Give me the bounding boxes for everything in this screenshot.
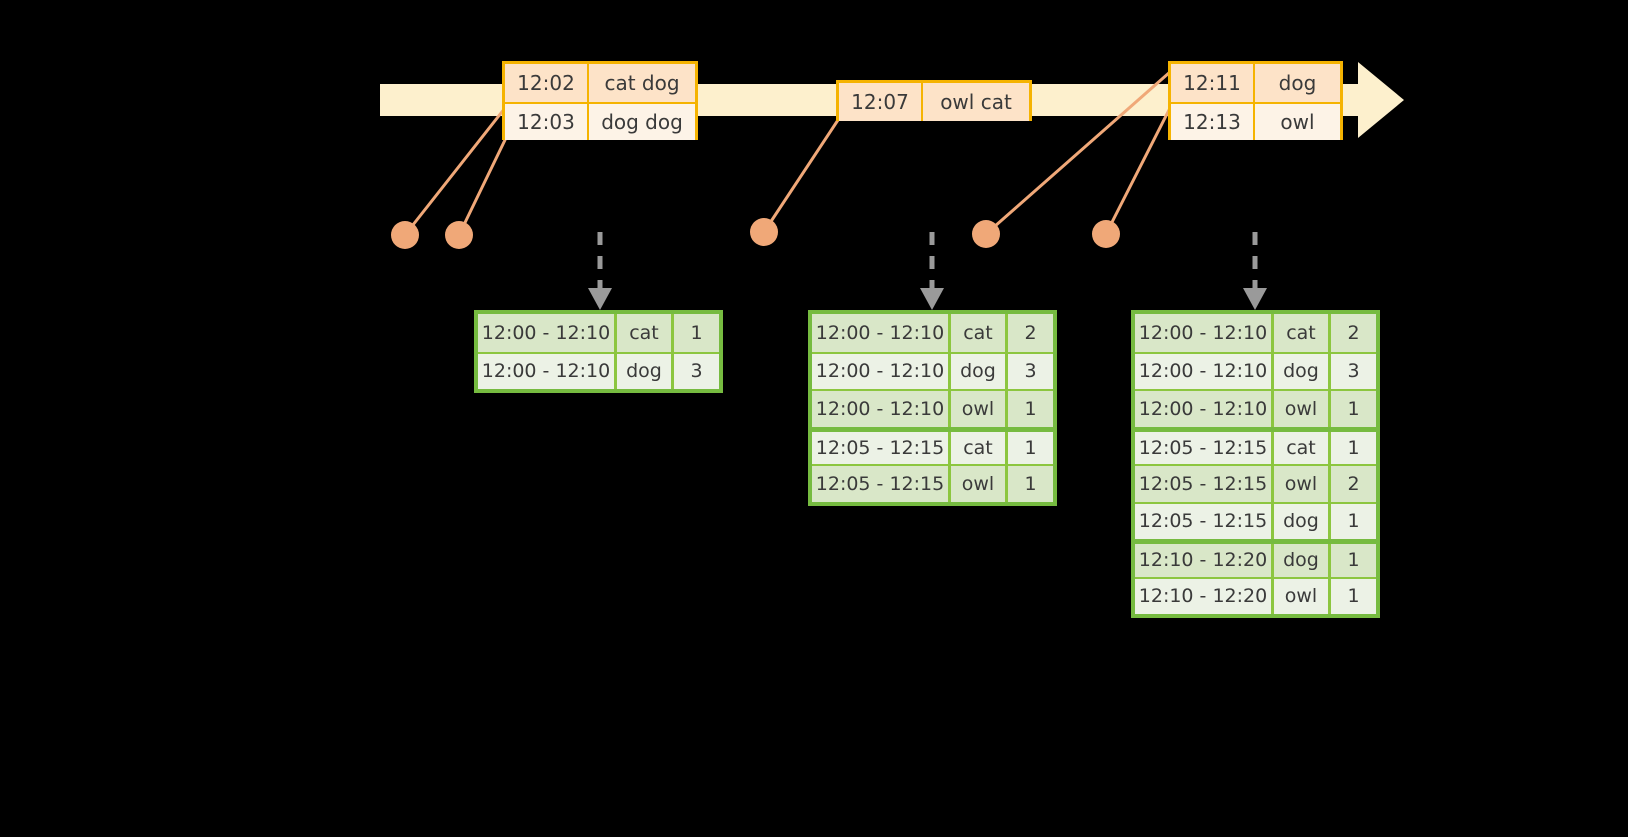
window-cell: 12:00 - 12:10 — [478, 314, 617, 352]
window-cell: 12:10 - 12:20 — [1135, 544, 1274, 577]
event-time: 12:03 — [505, 104, 589, 140]
window-cell: 12:05 - 12:15 — [812, 431, 951, 464]
event-payload: dog — [1255, 64, 1340, 102]
count-cell: 1 — [1331, 391, 1376, 427]
count-cell: 1 — [1331, 431, 1376, 464]
window-cell: 12:05 - 12:15 — [812, 466, 951, 502]
count-cell: 1 — [1008, 466, 1053, 502]
count-cell: 2 — [1331, 466, 1376, 502]
event-payload: dog dog — [589, 104, 695, 140]
word-cell: cat — [951, 431, 1008, 464]
word-cell: owl — [1274, 391, 1331, 427]
event-row[interactable]: 12:02 cat dog — [505, 64, 695, 102]
count-cell: 1 — [1008, 431, 1053, 464]
window-cell: 12:05 - 12:15 — [1135, 503, 1274, 539]
event-marker-5 — [1092, 220, 1120, 248]
count-cell: 1 — [1008, 391, 1053, 427]
count-cell: 3 — [674, 353, 719, 389]
count-cell: 2 — [1008, 314, 1053, 352]
event-marker-4 — [972, 220, 1000, 248]
emit-arrow-2-head — [920, 288, 944, 310]
event-marker-3 — [750, 218, 778, 246]
count-cell: 1 — [1331, 578, 1376, 614]
word-cell: dog — [1274, 503, 1331, 539]
window-cell: 12:00 - 12:10 — [812, 314, 951, 352]
word-cell: cat — [1274, 314, 1331, 352]
event-payload: owl cat — [923, 83, 1029, 121]
event-group-3[interactable]: 12:11 dog 12:13 owl — [1168, 61, 1343, 140]
count-cell: 1 — [674, 314, 719, 352]
word-cell: owl — [1274, 466, 1331, 502]
count-cell: 1 — [1331, 503, 1376, 539]
event-time: 12:11 — [1171, 64, 1255, 102]
event-row[interactable]: 12:11 dog — [1171, 64, 1340, 102]
event-payload: cat dog — [589, 64, 695, 102]
word-cell: dog — [1274, 544, 1331, 577]
event-marker-1 — [391, 221, 419, 249]
word-cell: dog — [951, 353, 1008, 389]
window-cell: 12:00 - 12:10 — [1135, 353, 1274, 389]
window-cell: 12:00 - 12:10 — [1135, 391, 1274, 427]
word-cell: owl — [951, 466, 1008, 502]
word-cell: cat — [951, 314, 1008, 352]
count-cell: 3 — [1008, 353, 1053, 389]
word-cell: owl — [1274, 578, 1331, 614]
event-group-2[interactable]: 12:07 owl cat — [836, 80, 1032, 121]
window-cell: 12:00 - 12:10 — [1135, 314, 1274, 352]
event-time: 12:13 — [1171, 104, 1255, 140]
event-row[interactable]: 12:07 owl cat — [839, 83, 1029, 121]
word-cell: dog — [1274, 353, 1331, 389]
window-cell: 12:00 - 12:10 — [812, 391, 951, 427]
event-group-1[interactable]: 12:02 cat dog 12:03 dog dog — [502, 61, 698, 140]
emit-arrow-1-head — [588, 288, 612, 310]
word-cell: cat — [617, 314, 674, 352]
count-cell: 1 — [1331, 544, 1376, 577]
event-payload: owl — [1255, 104, 1340, 140]
word-cell: owl — [951, 391, 1008, 427]
event-marker-dots — [391, 218, 1120, 249]
event-time: 12:07 — [839, 83, 923, 121]
word-cell: cat — [1274, 431, 1331, 464]
emit-arrow-3-head — [1243, 288, 1267, 310]
count-cell: 2 — [1331, 314, 1376, 352]
event-row[interactable]: 12:03 dog dog — [505, 102, 695, 140]
event-time: 12:02 — [505, 64, 589, 102]
window-cell: 12:05 - 12:15 — [1135, 466, 1274, 502]
window-cell: 12:00 - 12:10 — [478, 353, 617, 389]
event-marker-2 — [445, 221, 473, 249]
event-row[interactable]: 12:13 owl — [1171, 102, 1340, 140]
count-cell: 3 — [1331, 353, 1376, 389]
window-cell: 12:10 - 12:20 — [1135, 578, 1274, 614]
window-cell: 12:00 - 12:10 — [812, 353, 951, 389]
window-cell: 12:05 - 12:15 — [1135, 431, 1274, 464]
emit-arrows — [588, 232, 1267, 310]
word-cell: dog — [617, 353, 674, 389]
